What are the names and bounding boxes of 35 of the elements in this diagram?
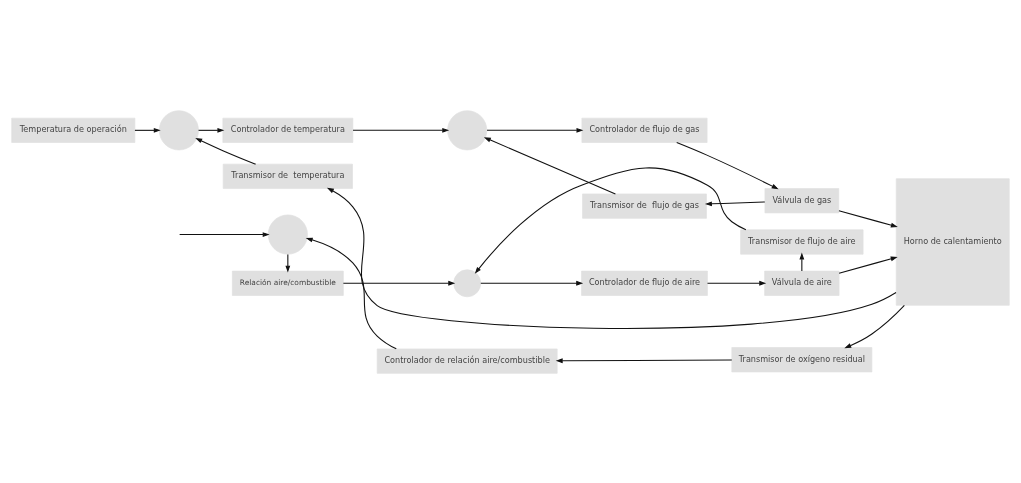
node-box: Transmisor de flujo de aire xyxy=(740,229,864,254)
arrow xyxy=(198,127,225,133)
arrow xyxy=(676,141,779,189)
node-circle xyxy=(158,109,199,150)
arrow xyxy=(285,253,291,273)
node-box: Transmisor de temperatura xyxy=(222,163,353,189)
arrow xyxy=(326,187,897,329)
arrow xyxy=(134,127,161,133)
node-circle xyxy=(447,109,488,150)
arrow xyxy=(352,127,450,133)
node-box: Temperatura de operación xyxy=(11,117,136,143)
arrow xyxy=(706,280,767,286)
arrow xyxy=(342,280,456,286)
node-box: Controlador de flujo de aire xyxy=(581,270,708,296)
arrow xyxy=(480,280,584,286)
arrow xyxy=(483,136,616,194)
arrow xyxy=(486,127,584,133)
arrow xyxy=(844,304,905,348)
node-box: Válvula de gas xyxy=(764,187,840,213)
node-box: Transmisor de oxígeno residual xyxy=(731,346,873,372)
node-box: Controlador de temperatura xyxy=(222,117,354,143)
node-circle xyxy=(267,214,308,254)
arrow xyxy=(838,209,898,227)
arrow xyxy=(555,357,733,363)
arrow xyxy=(705,200,766,206)
arrow xyxy=(305,237,397,349)
node-box: Controlador de flujo de gas xyxy=(581,117,708,143)
node-box: Controlador de relación aire/combustible xyxy=(376,348,558,374)
arrow xyxy=(474,166,747,274)
arrow xyxy=(195,137,257,165)
node-box: Válvula de aire xyxy=(764,270,840,296)
node-box: Transmisor de flujo de gas xyxy=(582,193,707,219)
node-box: Horno de calentamiento xyxy=(895,177,1010,306)
arrow xyxy=(838,256,898,274)
arrow xyxy=(179,231,270,237)
